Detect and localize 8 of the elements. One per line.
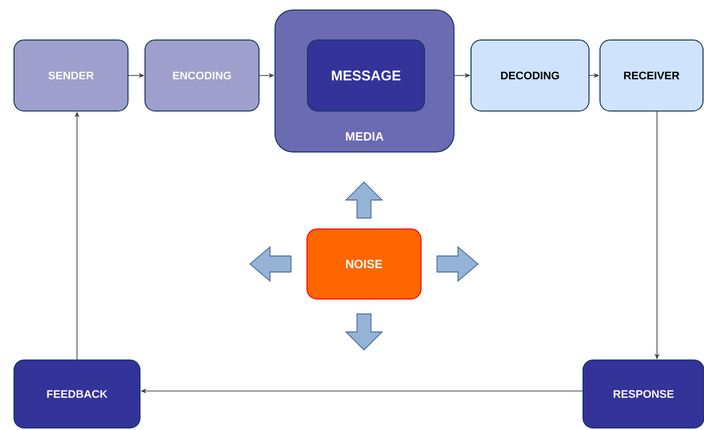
feedback-box: FEEDBACK: [14, 360, 140, 428]
process-box: RECEIVER: [600, 40, 704, 112]
response-box: RESPONSE: [582, 360, 704, 428]
noise-box: NOISE: [306, 228, 422, 300]
message-box: MESSAGE: [307, 40, 425, 112]
process-box: ENCODING: [144, 40, 260, 112]
process-box: DECODING: [470, 40, 590, 112]
process-box: SENDER: [14, 40, 128, 112]
